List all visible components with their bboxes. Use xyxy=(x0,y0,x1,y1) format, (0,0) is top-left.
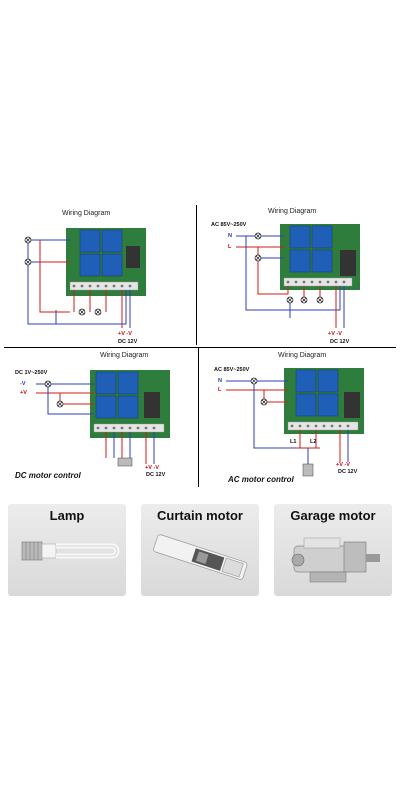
garage-motor-tile: Garage motor xyxy=(274,504,392,596)
live-label: L xyxy=(228,244,232,250)
power-label: +V -V xyxy=(328,331,342,337)
diagram-bottom-left: Wiring Diagram DC 1V~250V -V +V +V -V DC… xyxy=(0,348,196,488)
ac-label: AC 85V~250V xyxy=(211,222,247,228)
dc-motor-caption: DC motor control xyxy=(15,471,81,480)
dc-label: DC 12V xyxy=(146,472,166,478)
wiring-diagram-bottom-right xyxy=(226,368,364,477)
wiring-diagram-top-right xyxy=(236,224,360,328)
diagram-top-left: Wiring Diagram xyxy=(0,200,196,347)
garage-motor-icon xyxy=(291,537,380,583)
live-label: L xyxy=(218,387,222,393)
neutral-label: N xyxy=(218,378,222,384)
lamp-label: Lamp xyxy=(49,508,85,523)
diagram-top-right: Wiring Diagram AC 85V~250V N L xyxy=(200,200,396,347)
diagram-title: Wiring Diagram xyxy=(278,352,327,359)
garage-motor-label: Garage motor xyxy=(290,508,376,523)
power-label: +V -V xyxy=(118,331,132,337)
power-label: +V -V xyxy=(336,462,350,468)
lamp-icon xyxy=(21,541,120,561)
vertical-divider-top xyxy=(196,205,197,345)
ac-motor-caption: AC motor control xyxy=(228,475,294,484)
diagram-bottom-right: Wiring Diagram AC 85V~250V N L L1 L2 +V … xyxy=(200,348,396,488)
horizontal-divider xyxy=(4,347,396,348)
dc-label: DC 12V xyxy=(118,339,138,345)
wiring-diagram-top-left xyxy=(24,228,146,328)
negative-label: -V xyxy=(20,381,26,387)
dc-label: DC 12V xyxy=(330,339,350,345)
diagram-title: Wiring Diagram xyxy=(268,208,317,215)
dc-label: DC 12V xyxy=(338,469,358,475)
curtain-motor-label: Curtain motor xyxy=(157,508,243,523)
l1-label: L1 xyxy=(290,439,297,445)
ac-label: AC 85V~250V xyxy=(214,367,250,373)
dc-range-label: DC 1V~250V xyxy=(15,370,48,376)
curtain-motor-tile: Curtain motor xyxy=(141,504,259,596)
neutral-label: N xyxy=(228,233,232,239)
power-label: +V -V xyxy=(145,465,159,471)
l2-label: L2 xyxy=(310,439,317,445)
lamp-tile: Lamp xyxy=(8,504,126,596)
positive-label: +V xyxy=(20,390,27,396)
wiring-diagram-bottom-left xyxy=(36,370,170,467)
diagram-title: Wiring Diagram xyxy=(100,352,149,359)
diagram-title: Wiring Diagram xyxy=(62,210,111,217)
curtain-motor-icon xyxy=(153,534,248,580)
vertical-divider-bottom xyxy=(198,347,199,487)
